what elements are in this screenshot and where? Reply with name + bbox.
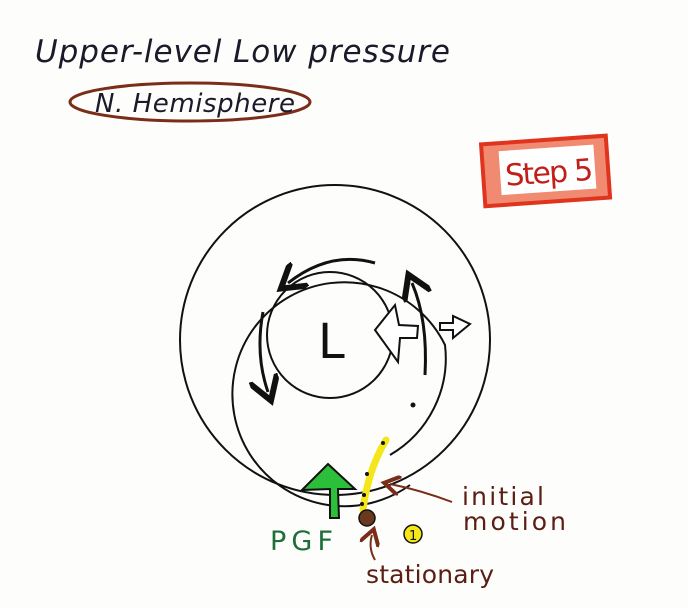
stationary-pointer-arrow (371, 535, 375, 561)
coriolis-hollow-arrow-right (439, 314, 472, 341)
title: Upper-level Low pressure (35, 34, 450, 70)
pgf-label: PGF (270, 526, 333, 557)
path-dot (365, 472, 369, 476)
low-center-label: L (318, 314, 345, 370)
step-marker (403, 524, 423, 544)
wind-arrow-right (412, 283, 425, 376)
stationary-parcel (358, 509, 376, 527)
pgf-hollow-arrow-left (373, 302, 420, 365)
motion-pointer-arrow (390, 484, 453, 503)
wind-arrow-left (260, 311, 268, 392)
step-marker-label: 1 (409, 529, 417, 544)
step-label: Step 5 (504, 153, 594, 194)
path-dot (381, 441, 385, 445)
motion-label: motion (463, 507, 566, 536)
middle-isobar (231, 281, 447, 508)
initial-label: initial (462, 482, 544, 511)
path-dot (362, 493, 366, 497)
stationary-label: stationary (366, 560, 494, 589)
subtitle-oval (68, 81, 312, 123)
path-dot (360, 502, 364, 506)
pgf-arrow (299, 462, 358, 519)
step-badge: Step 5 (478, 133, 613, 209)
motion-path (359, 436, 390, 514)
parcel-dot-small (410, 402, 416, 408)
subtitle: N. Hemisphere (95, 89, 295, 119)
wind-arrow-top (288, 257, 376, 283)
